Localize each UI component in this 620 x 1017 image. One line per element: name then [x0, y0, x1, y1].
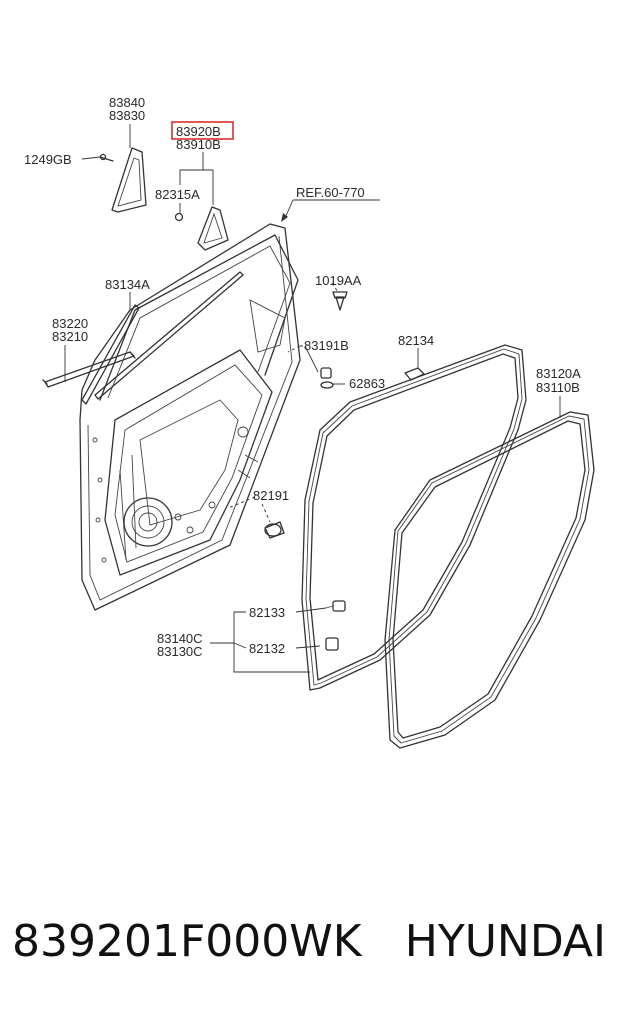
- callout-83130c: 83130C: [157, 644, 203, 659]
- callout-83140c: 83140C: [157, 631, 203, 646]
- callout-82133: 82133: [249, 605, 285, 620]
- belt-moulding: [42, 351, 136, 388]
- callout-82132: 82132: [249, 641, 285, 656]
- callout-83210: 83210: [52, 329, 88, 344]
- plug-82191: [264, 521, 285, 539]
- callout-62863: 62863: [349, 376, 385, 391]
- callout-83120a: 83120A: [536, 366, 581, 381]
- ref-label: REF.60-770: [296, 185, 365, 200]
- part-number: 839201F000WK: [12, 916, 362, 967]
- highlight-box: [171, 121, 234, 140]
- callout-labels: 83840 83830 1249GB 83920B 83910B 82315A …: [24, 95, 581, 659]
- quarter-trim-piece: [174, 206, 229, 251]
- clip-82132: [325, 637, 339, 651]
- fastener-82134: [404, 367, 425, 381]
- callout-82315a: 82315A: [155, 187, 200, 202]
- rear-door-exploded-diagram: 83840 83830 1249GB 83920B 83910B 82315A …: [24, 95, 595, 749]
- callout-83830: 83830: [109, 108, 145, 123]
- bolt-1019aa: [332, 291, 348, 311]
- weatherstrip-upper: [94, 271, 244, 400]
- callout-83840: 83840: [109, 95, 145, 110]
- callout-83110b: 83110B: [536, 380, 580, 395]
- callout-83220: 83220: [52, 316, 88, 331]
- callout-82191: 82191: [253, 488, 289, 503]
- callout-82134: 82134: [398, 333, 434, 348]
- delta-moulding: [99, 147, 147, 213]
- door-side-weatherstrip: [384, 411, 595, 749]
- callout-83134a: 83134A: [105, 277, 150, 292]
- clip-82133: [325, 600, 346, 612]
- door-panel: [79, 223, 301, 611]
- plug-62863: [320, 381, 334, 389]
- callout-83910b: 83910B: [176, 137, 221, 152]
- brand-name: HYUNDAI: [404, 916, 606, 967]
- callout-83920b: 83920B: [176, 124, 221, 139]
- leader-lines: [64, 124, 561, 673]
- clip-83191b: [320, 367, 332, 379]
- callout-1019aa: 1019AA: [315, 273, 362, 288]
- callout-1249gb: 1249GB: [24, 152, 72, 167]
- window-channel-strip: [81, 304, 140, 405]
- callout-83191b: 83191B: [304, 338, 349, 353]
